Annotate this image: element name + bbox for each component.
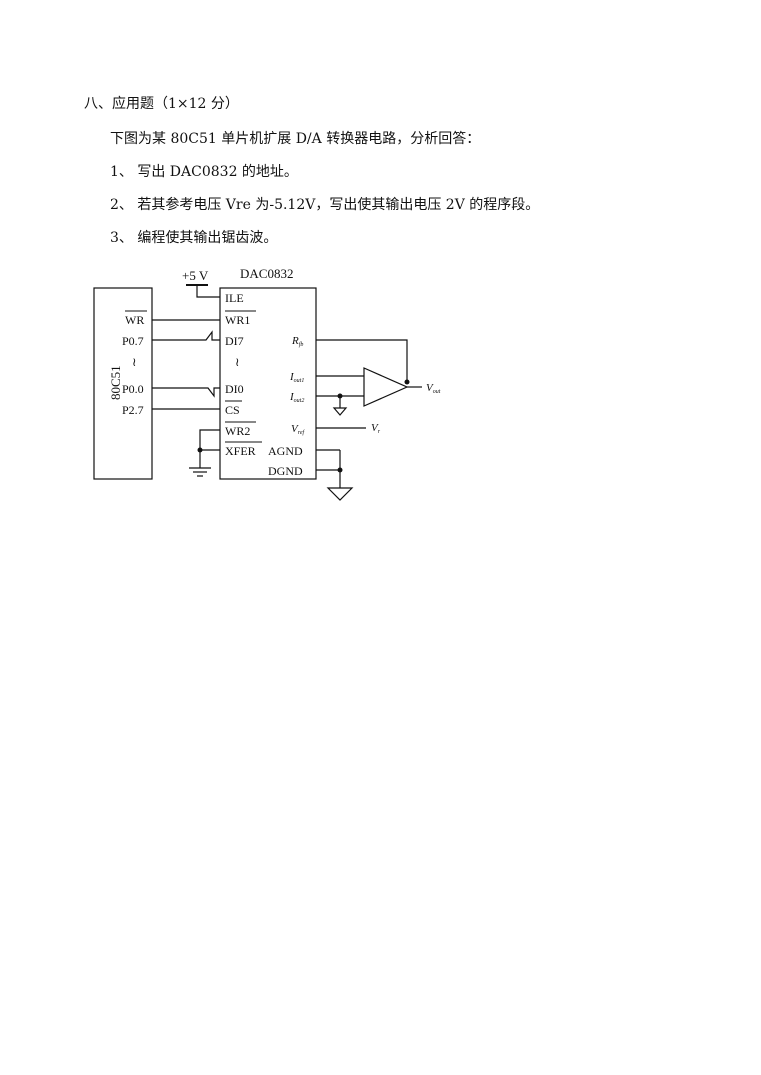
- dac-pin-rfb: Rfb: [291, 335, 303, 348]
- dac-title: DAC0832: [240, 266, 293, 281]
- mcu-pin-p27: P2.7: [122, 403, 144, 417]
- dac-pin-ile: ILE: [225, 291, 244, 305]
- vout-label: Vout: [426, 382, 441, 395]
- mcu-pin-p07: P0.7: [122, 334, 144, 348]
- vr-label: Vr: [371, 422, 381, 435]
- question-1: 1、 写出 DAC0832 的地址。: [110, 164, 298, 180]
- mcu-label: 80C51: [108, 365, 123, 400]
- wire-wr2: [199, 429, 220, 468]
- dac-pin-wr2: WR2: [225, 424, 250, 438]
- dac-pin-agnd: AGND: [268, 444, 303, 458]
- dac-circuit-diagram: +5 V DAC0832 80C51 WR P0.7 ≀ P0.0 P2.7 I…: [93, 266, 441, 501]
- supply-wire: [196, 285, 220, 298]
- ground-symbol-gnd: [326, 487, 354, 501]
- section-heading: 八、应用题（1×12 分）: [84, 96, 239, 112]
- mcu-pin-wr: WR: [125, 313, 144, 327]
- dac-pin-wr1: WR1: [225, 313, 250, 327]
- wire-p00: [152, 387, 220, 398]
- dac-pin-dots: ≀: [235, 355, 240, 369]
- dac-pin-iout1: Iout1: [289, 371, 304, 384]
- wire-p07: [152, 330, 220, 341]
- question-2: 2、 若其参考电压 Vre 为-5.12V，写出使其输出电压 2V 的程序段。: [110, 197, 540, 213]
- mcu-box: [93, 287, 153, 480]
- op-amp: [363, 367, 409, 407]
- mcu-pin-dots: ≀: [132, 355, 137, 369]
- ground-symbol-iout2: [332, 407, 348, 416]
- dac-pin-vref: Vref: [291, 423, 306, 436]
- mcu-pin-p00: P0.0: [122, 382, 144, 396]
- wire-rfb: [316, 339, 408, 382]
- question-3: 3、 编程使其输出锯齿波。: [110, 230, 278, 246]
- dac-pin-di0: DI0: [225, 382, 244, 396]
- intro-text: 下图为某 80C51 单片机扩展 D/A 转换器电路，分析回答：: [110, 131, 481, 147]
- dac-pin-xfer: XFER: [225, 444, 256, 458]
- dac-pin-iout2: Iout2: [289, 391, 304, 404]
- dac-pin-di7: DI7: [225, 334, 244, 348]
- supply-label: +5 V: [182, 268, 209, 283]
- dac-pin-cs: CS: [225, 403, 240, 417]
- dac-pin-dgnd: DGND: [268, 464, 303, 478]
- dac-box: [219, 287, 317, 480]
